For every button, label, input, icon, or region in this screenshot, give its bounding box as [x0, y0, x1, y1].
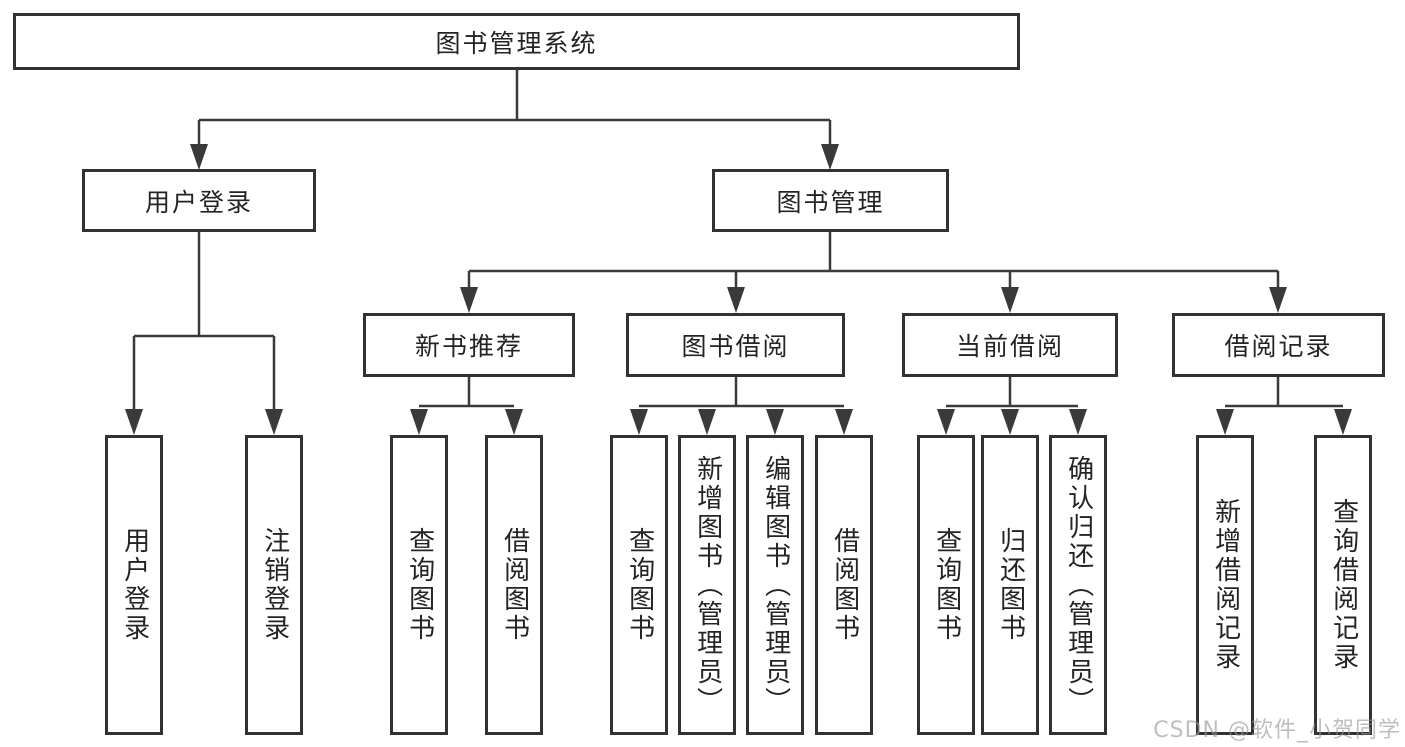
node-leaf-query-books: 查询图书	[390, 435, 448, 735]
node-current-borrowing: 当前借阅	[902, 313, 1118, 377]
node-leaf-logout: 注销登录	[245, 435, 303, 735]
node-label: 查询图书	[931, 527, 962, 643]
node-label: 借阅图书	[829, 527, 860, 643]
node-library-management-system: 图书管理系统	[13, 13, 1020, 70]
node-new-book-recommendation: 新书推荐	[363, 313, 575, 377]
node-leaf-user-login: 用户登录	[105, 435, 163, 735]
node-user-login: 用户登录	[82, 169, 316, 232]
node-label: 借阅图书	[499, 527, 530, 643]
node-leaf-return-books: 归还图书	[981, 435, 1039, 735]
node-leaf-add-borrow-record: 新增借阅记录	[1196, 435, 1254, 735]
node-label: 图书管理	[776, 187, 885, 217]
node-label: 归还图书	[995, 527, 1026, 643]
node-label: 用户登录	[144, 187, 253, 217]
node-leaf-edit-books-admin: 编辑图书（管理员）	[746, 435, 804, 735]
node-label: 注销登录	[259, 527, 290, 643]
node-leaf-confirm-return-admin: 确认归还（管理员）	[1049, 435, 1107, 735]
node-leaf-add-books-admin: 新增图书（管理员）	[678, 435, 736, 735]
node-label: 新增借阅记录	[1210, 498, 1241, 672]
node-label: 当前借阅	[955, 332, 1064, 361]
node-label: 编辑图书（管理员）	[760, 454, 791, 716]
node-label: 确认归还（管理员）	[1063, 454, 1094, 716]
node-label: 图书管理系统	[435, 28, 598, 58]
node-book-borrowing: 图书借阅	[626, 313, 845, 377]
node-leaf-query-borrow-record: 查询借阅记录	[1314, 435, 1372, 735]
node-label: 查询借阅记录	[1328, 498, 1359, 672]
node-label: 新增图书（管理员）	[692, 454, 723, 716]
node-book-management: 图书管理	[712, 169, 949, 232]
node-label: 新书推荐	[414, 332, 523, 361]
node-leaf-query-books: 查询图书	[610, 435, 668, 735]
node-leaf-borrow-books: 借阅图书	[485, 435, 543, 735]
node-label: 查询图书	[624, 527, 655, 643]
node-leaf-query-books: 查询图书	[917, 435, 975, 735]
node-label: 图书借阅	[681, 332, 790, 361]
node-label: 用户登录	[119, 527, 150, 643]
node-label: 查询图书	[404, 527, 435, 643]
csdn-watermark: CSDN @软件_小贺同学	[1153, 718, 1401, 743]
node-borrowing-records: 借阅记录	[1172, 313, 1385, 377]
node-leaf-borrow-books: 借阅图书	[815, 435, 873, 735]
node-label: 借阅记录	[1224, 332, 1333, 361]
